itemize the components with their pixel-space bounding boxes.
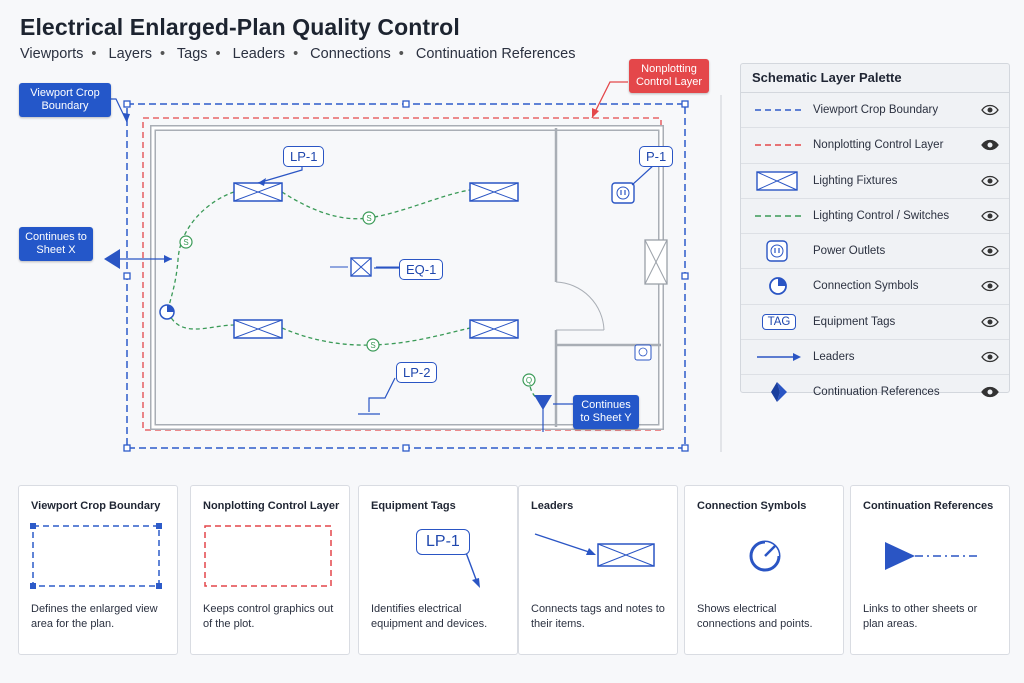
layer-palette-title: Schematic Layer Palette <box>741 64 1009 93</box>
card-title: Viewport Crop Boundary <box>31 500 161 512</box>
card-equipment-tags: Equipment Tags LP-1 Identifies electrica… <box>358 485 518 655</box>
subtitle-item: Layers <box>108 46 153 62</box>
card-title: Continuation References <box>863 500 994 512</box>
tag-lp-2[interactable]: LP-2 <box>396 362 438 383</box>
palette-row-lighting-control[interactable]: Lighting Control / Switches <box>741 199 1009 235</box>
connection-sample <box>749 540 781 572</box>
palette-row-power-outlets[interactable]: Power Outlets <box>741 234 1009 270</box>
lighting-fixtures[interactable] <box>233 182 519 339</box>
card-description: Shows electrical connections and points. <box>697 603 813 630</box>
card-title: Connection Symbols <box>697 500 807 512</box>
continuation-arrow-y[interactable] <box>534 395 552 410</box>
card-description: Keeps control graphics out of the plot. <box>203 603 334 630</box>
tag-icon: TAG <box>751 309 807 335</box>
card-nonplotting: Nonplotting Control Layer Keeps control … <box>190 485 350 655</box>
svg-text:S: S <box>183 238 188 247</box>
eye-icon[interactable] <box>981 314 999 330</box>
page-title: Electrical Enlarged-Plan Quality Control <box>20 14 460 40</box>
subtitle-item: Viewports <box>20 46 84 62</box>
palette-row-label: Lighting Control / Switches <box>813 209 950 222</box>
palette-row-label: Viewport Crop Boundary <box>813 104 939 116</box>
card-description: Identifies electrical equipment and devi… <box>371 603 488 630</box>
blue-dash-line-icon <box>755 109 803 111</box>
eye-icon[interactable] <box>981 384 999 400</box>
palette-row-equipment-tags[interactable]: TAG Equipment Tags <box>741 305 1009 341</box>
layer-palette: Schematic Layer Palette Viewport Crop Bo… <box>740 63 1010 403</box>
outlet-icon <box>766 240 788 262</box>
legend-cards: Viewport Crop Boundary Defines the enlar… <box>18 485 1010 655</box>
card-connection-symbols: Connection Symbols Shows electrical conn… <box>684 485 844 655</box>
palette-row-label: Nonplotting Control Layer <box>813 139 944 152</box>
palette-row-label: Power Outlets <box>813 245 886 258</box>
equipment-eq1-symbol[interactable] <box>330 257 400 277</box>
svg-text:S: S <box>366 214 371 223</box>
eye-icon[interactable] <box>981 208 999 224</box>
viewport-grips[interactable] <box>123 100 689 452</box>
eye-icon[interactable] <box>981 102 999 118</box>
subtitle-item: Leaders <box>232 46 286 62</box>
red-dash-line-icon <box>755 144 803 147</box>
eye-icon[interactable] <box>981 173 999 189</box>
continuation-icon <box>771 382 787 403</box>
card-description: Connects tags and notes to their items. <box>531 603 665 630</box>
card-title: Leaders <box>531 500 574 512</box>
palette-row-label: Lighting Fixtures <box>813 174 898 187</box>
card-tag-sample: LP-1 <box>416 529 470 555</box>
card-title: Nonplotting Control Layer <box>203 500 340 512</box>
card-continuation: Continuation References Links to other s… <box>850 485 1010 655</box>
fixture-icon <box>756 170 798 191</box>
palette-row-label: Equipment Tags <box>813 315 896 328</box>
tag-p-1[interactable]: P-1 <box>639 146 674 167</box>
card-leaders: Leaders Connects tags and notes to their… <box>518 485 678 655</box>
callout-viewport-crop[interactable]: Viewport Crop Boundary <box>19 83 111 117</box>
leader-sample <box>534 533 655 567</box>
card-viewport-crop: Viewport Crop Boundary Defines the enlar… <box>18 485 178 655</box>
card-description: Defines the enlarged view area for the p… <box>31 603 158 630</box>
svg-text:S: S <box>370 341 375 350</box>
palette-row-leaders[interactable]: Leaders <box>741 340 1009 376</box>
power-outlet[interactable] <box>634 344 652 361</box>
nonplotting-sample <box>204 525 332 587</box>
eye-icon[interactable] <box>981 278 999 294</box>
palette-row-lighting-fixtures[interactable]: Lighting Fixtures <box>741 164 1009 199</box>
tag-eq-1[interactable]: EQ-1 <box>399 259 444 280</box>
subtitle-item: Connections <box>310 46 391 62</box>
connection-icon <box>769 277 787 296</box>
callout-continues-sheet-x[interactable]: Continues to Sheet X <box>19 227 93 261</box>
subtitle-item: Continuation References <box>415 46 576 62</box>
palette-row-label: Continuation References <box>813 386 940 399</box>
palette-row-continuation[interactable]: Continuation References <box>741 375 1009 409</box>
green-dash-line-icon <box>755 215 803 217</box>
tag-icon-text: TAG <box>761 313 797 330</box>
subtitle-item: Tags <box>176 46 208 62</box>
palette-row-label: Leaders <box>813 351 855 364</box>
card-title: Equipment Tags <box>371 500 456 512</box>
palette-row-viewport-crop[interactable]: Viewport Crop Boundary <box>741 93 1009 129</box>
leader-arrow-icon <box>757 353 801 362</box>
connection-symbol[interactable] <box>159 304 175 320</box>
tag-leaders[interactable] <box>120 163 656 432</box>
palette-row-connection-symbols[interactable]: Connection Symbols <box>741 269 1009 305</box>
callout-nonplotting-layer[interactable]: Nonplotting Control Layer <box>629 59 709 93</box>
palette-row-nonplotting[interactable]: Nonplotting Control Layer <box>741 128 1009 164</box>
tag-lp-1[interactable]: LP-1 <box>283 146 325 167</box>
power-outlet[interactable] <box>611 182 635 204</box>
viewport-crop-sample <box>30 523 162 589</box>
floor-plan-drawing: S S S Q <box>104 81 722 452</box>
switch-icons <box>179 211 536 387</box>
eye-icon[interactable] <box>981 349 999 365</box>
card-description: Links to other sheets or plan areas. <box>863 603 978 630</box>
continuation-arrow-x[interactable] <box>104 249 120 269</box>
svg-text:Q: Q <box>526 376 532 385</box>
lighting-control-circuits <box>167 189 541 401</box>
page-subtitle: Viewports• Layers• Tags• Leaders• Connec… <box>20 46 576 62</box>
continuation-sample <box>885 542 977 570</box>
eye-icon[interactable] <box>981 243 999 259</box>
palette-row-label: Connection Symbols <box>813 280 919 293</box>
eye-icon[interactable] <box>981 137 999 153</box>
callout-continues-sheet-y[interactable]: Continues to Sheet Y <box>573 395 639 429</box>
